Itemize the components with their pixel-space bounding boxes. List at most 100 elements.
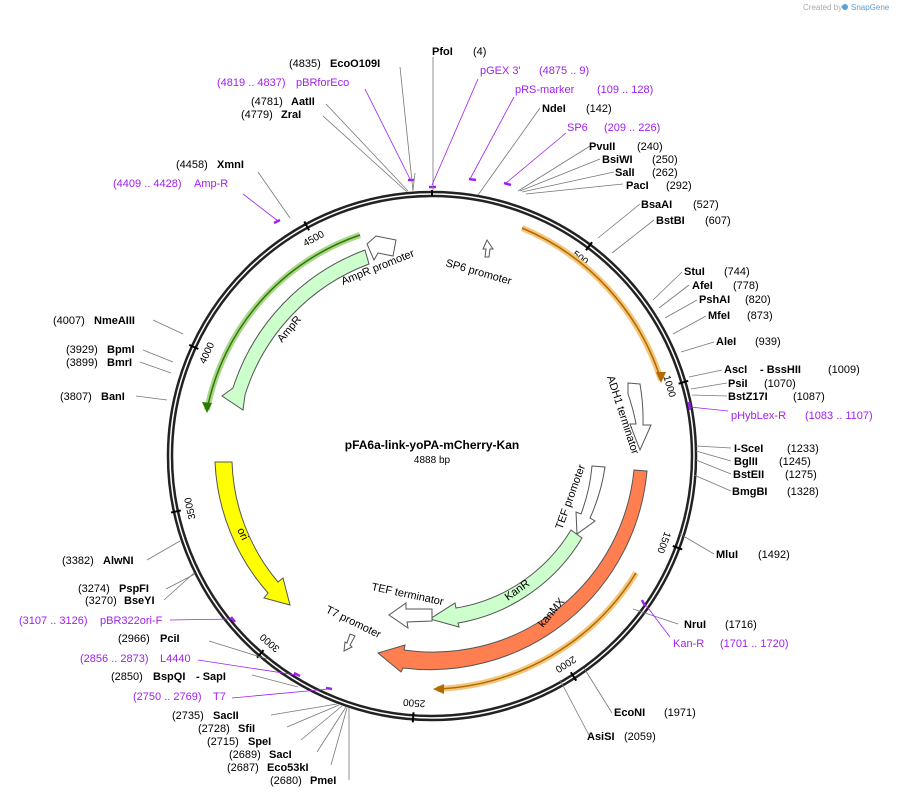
enzyme-pmei[interactable]: PmeI <box>310 775 336 787</box>
tef-terminator-label: TEF terminator <box>370 581 445 608</box>
enzyme-nrui-pos: (1716) <box>725 619 757 631</box>
enzyme-bsaai-pos: (527) <box>693 199 719 211</box>
enzyme-ndei[interactable]: NdeI <box>542 103 566 115</box>
enzyme-bsteii[interactable]: BstEII <box>733 469 764 481</box>
primer-amp-r[interactable]: Amp-R <box>194 178 228 190</box>
enzyme-pfoi-pos: (4) <box>473 46 486 58</box>
enzyme-asci-pos: (1009) <box>828 364 860 376</box>
kanmx-feature[interactable] <box>376 469 648 673</box>
enzyme-bspqi[interactable]: BspQI <box>153 671 185 683</box>
primer-amp-r-range: (4409 .. 4428) <box>113 178 182 190</box>
primer-l4440-range: (2856 .. 2873) <box>80 653 149 665</box>
enzyme-bmgbi[interactable]: BmgBI <box>732 486 767 498</box>
primer-pbrforeco[interactable]: pBRforEco <box>296 77 349 89</box>
ori-feature[interactable] <box>214 461 291 606</box>
enzyme-pvuii[interactable]: PvuII <box>589 141 615 153</box>
primer-sp6[interactable]: SP6 <box>567 122 588 134</box>
enzyme-xmni[interactable]: XmnI <box>217 159 244 171</box>
enzyme-pspfi[interactable]: PspFI <box>119 583 149 595</box>
enzyme-iscei[interactable]: I-SceI <box>734 443 763 455</box>
tick-label: 4000 <box>198 340 217 365</box>
enzyme-nmeaiii[interactable]: NmeAIII <box>94 315 135 327</box>
enzyme-mfei[interactable]: MfeI <box>708 310 730 322</box>
enzyme-bsshii[interactable]: - BssHII <box>760 364 801 376</box>
primer-pbrforeco-range: (4819 .. 4837) <box>217 77 286 89</box>
primer-pbr322ori-f[interactable]: pBR322ori-F <box>100 615 163 627</box>
enzyme-pfoi[interactable]: PfoI <box>432 46 453 58</box>
enzyme-pshai[interactable]: PshAI <box>699 294 730 306</box>
enzyme-nrui[interactable]: NruI <box>684 619 706 631</box>
ampr-feature[interactable] <box>221 249 370 411</box>
plasmid-length: 4888 bp <box>414 455 451 466</box>
enzyme-bsiwi[interactable]: BsiWI <box>602 154 633 166</box>
enzyme-labels: PfoI (4) NdeI (142) PvuII (240) BsiWI (2… <box>53 46 860 787</box>
enzyme-pcii[interactable]: PciI <box>160 633 180 645</box>
enzyme-bstz17i[interactable]: BstZ17I <box>728 391 768 403</box>
enzyme-eco0109i[interactable]: EcoO109I <box>330 58 380 70</box>
sp6-promoter-feature[interactable] <box>482 238 494 258</box>
enzyme-pshai-pos: (820) <box>745 294 771 306</box>
enzyme-saci[interactable]: SacI <box>269 749 292 761</box>
snapgene-logo-icon <box>842 4 848 10</box>
enzyme-eco53ki[interactable]: Eco53kI <box>267 762 309 774</box>
plasmid-name: pFA6a-link-yoPA-mCherry-Kan <box>345 438 519 452</box>
primer-pgex3-range: (4875 .. 9) <box>539 65 589 77</box>
brand-created-by: Created by <box>803 3 842 12</box>
enzyme-bstbi[interactable]: BstBI <box>656 215 685 227</box>
enzyme-sapi[interactable]: - SapI <box>196 671 226 683</box>
tick-mark <box>585 241 593 251</box>
enzyme-spei-pos: (2715) <box>207 736 239 748</box>
enzyme-spei[interactable]: SpeI <box>248 736 271 748</box>
enzyme-bglii[interactable]: BglII <box>734 456 758 468</box>
enzyme-asci[interactable]: AscI <box>724 364 747 376</box>
primer-phyblex-r[interactable]: pHybLex-R <box>731 410 786 422</box>
tick-label: 2500 <box>402 696 425 709</box>
t7-promoter-feature[interactable] <box>343 633 356 652</box>
enzyme-psii-pos: (1070) <box>764 378 796 390</box>
enzyme-bmri[interactable]: BmrI <box>107 357 132 369</box>
enzyme-psii[interactable]: PsiI <box>728 378 748 390</box>
primer-phyblex-r-range: (1083 .. 1107) <box>805 410 873 422</box>
tick-mark <box>411 712 415 723</box>
enzyme-ndei-pos: (142) <box>586 103 612 115</box>
primer-kan-r[interactable]: Kan-R <box>673 638 704 650</box>
kanr-feature[interactable] <box>428 529 583 628</box>
enzyme-bseyi[interactable]: BseYI <box>124 595 155 607</box>
adh1-terminator-feature[interactable] <box>627 382 652 452</box>
enzyme-aatii-pos: (4781) <box>251 96 283 108</box>
enzyme-sacii[interactable]: SacII <box>213 710 239 722</box>
primer-t7[interactable]: T7 <box>213 691 226 703</box>
enzyme-alei[interactable]: AleI <box>716 336 736 348</box>
enzyme-afei[interactable]: AfeI <box>692 280 713 292</box>
primer-leader-lines <box>169 78 729 699</box>
enzyme-pcii-pos: (2966) <box>118 633 150 645</box>
enzyme-eco53ki-pos: (2687) <box>227 762 259 774</box>
enzyme-alwni[interactable]: AlwNI <box>103 555 134 567</box>
enzyme-paci[interactable]: PacI <box>626 180 649 192</box>
enzyme-sfii[interactable]: SfiI <box>238 723 255 735</box>
enzyme-sali[interactable]: SalI <box>615 167 635 179</box>
lower-orange-arc-line <box>436 572 637 690</box>
enzyme-stui[interactable]: StuI <box>684 266 705 278</box>
enzyme-bsaai[interactable]: BsaAI <box>641 199 672 211</box>
primer-pbr322ori-range: (3107 .. 3126) <box>19 615 88 627</box>
enzyme-saci-pos: (2689) <box>229 749 261 761</box>
tick-mark <box>170 509 182 514</box>
enzyme-zrai[interactable]: ZraI <box>281 109 301 121</box>
primer-pgex3[interactable]: pGEX 3' <box>480 65 521 77</box>
tef-promoter-feature[interactable] <box>575 465 606 535</box>
enzyme-aatii[interactable]: AatII <box>291 96 315 108</box>
enzyme-pspfi-pos: (3274) <box>78 583 110 595</box>
primer-rs-marker-range: (109 .. 128) <box>597 84 653 96</box>
enzyme-bani[interactable]: BanI <box>101 391 125 403</box>
enzyme-bpmi[interactable]: BpmI <box>107 344 135 356</box>
ampr-promoter-feature[interactable] <box>366 235 397 262</box>
primer-l4440[interactable]: L4440 <box>160 653 191 665</box>
primer-rs-marker[interactable]: pRS-marker <box>515 84 575 96</box>
enzyme-mlui[interactable]: MluI <box>716 549 738 561</box>
enzyme-econi[interactable]: EcoNI <box>614 707 645 719</box>
tef-terminator-feature[interactable] <box>388 602 433 630</box>
enzyme-asisi[interactable]: AsiSI <box>587 731 615 743</box>
enzyme-eco0109i-pos: (4835) <box>289 58 321 70</box>
tick-mark <box>672 544 683 551</box>
